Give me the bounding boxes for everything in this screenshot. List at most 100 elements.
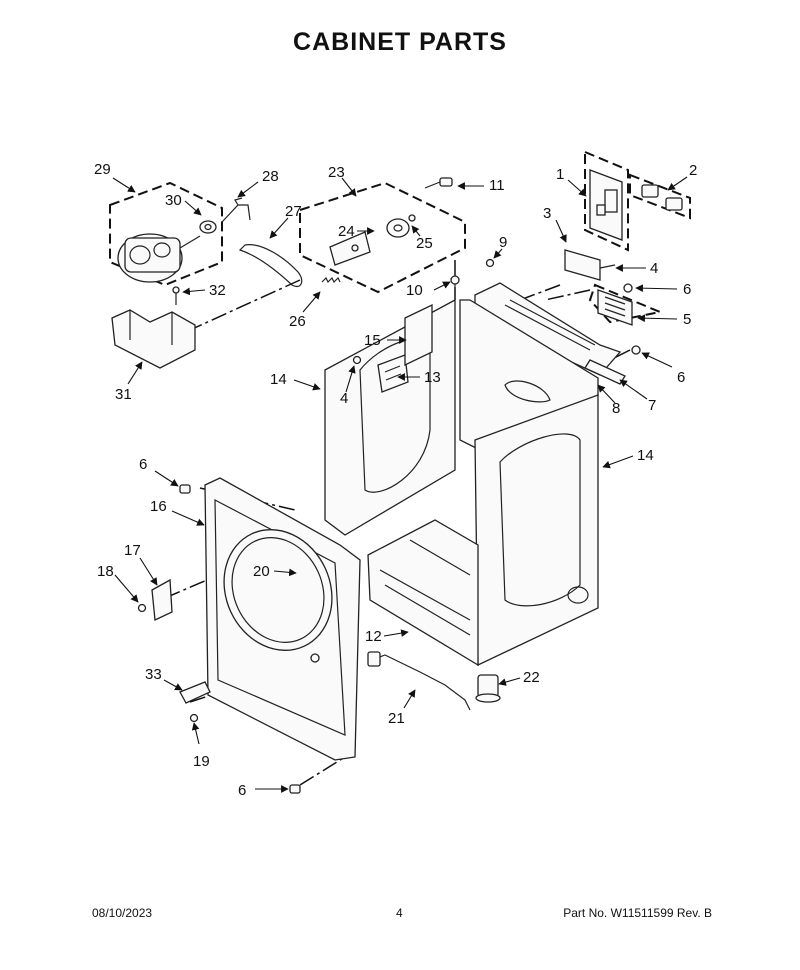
- callout-label: 24: [338, 223, 355, 240]
- leader-line: [411, 225, 421, 237]
- leader-line: [667, 176, 688, 191]
- callout-label: 32: [209, 282, 226, 299]
- leader-line: [602, 455, 634, 469]
- screw: [623, 283, 633, 293]
- power-cord-plug: [367, 651, 381, 667]
- idler-washer: [408, 214, 416, 222]
- drive-motor: [117, 233, 201, 283]
- callout-label: 15: [364, 332, 381, 349]
- callout-label: 18: [97, 563, 114, 580]
- assembly-line: [519, 284, 561, 301]
- callout-label: 27: [285, 203, 302, 220]
- leader-line: [493, 248, 503, 259]
- leader-line: [127, 361, 143, 385]
- idler-bracket: [329, 231, 371, 266]
- callout-label: 2: [689, 162, 697, 179]
- motor-group-box: [109, 181, 223, 287]
- callout-label: 21: [388, 710, 405, 727]
- leader-line: [555, 219, 567, 243]
- leader-line: [597, 384, 616, 404]
- callout-label: 1: [556, 166, 564, 183]
- terminal-group-box: [629, 173, 691, 220]
- callout-label: 14: [270, 371, 287, 388]
- power-cord: [371, 654, 471, 711]
- plate-group-box: [588, 283, 664, 324]
- leader-line: [619, 379, 648, 400]
- leader-line: [191, 722, 200, 745]
- leader-line: [345, 365, 356, 393]
- callout-label: 31: [115, 386, 132, 403]
- right-side-panel: [474, 394, 599, 667]
- callout-label: 10: [406, 282, 423, 299]
- callout-label: 8: [612, 400, 620, 417]
- leader-line: [293, 379, 321, 391]
- bolt-10: [450, 275, 460, 296]
- footer-date: 08/10/2023: [92, 906, 153, 920]
- door-strike: [151, 578, 173, 621]
- callout-label: 25: [416, 235, 433, 252]
- callout-label: 29: [94, 161, 111, 178]
- switch-housing: [564, 249, 616, 281]
- screw-18: [137, 603, 147, 613]
- callout-label: 5: [683, 311, 691, 328]
- door-switch-assembly: [589, 169, 623, 241]
- leader-line: [163, 679, 183, 691]
- leader-line: [635, 284, 678, 293]
- callout-label: 17: [124, 542, 141, 559]
- leader-line: [498, 677, 521, 686]
- callout-label: 13: [424, 369, 441, 386]
- front-panel: [204, 477, 361, 761]
- callout-label: 26: [289, 313, 306, 330]
- callout-label: 22: [523, 669, 540, 686]
- leader-line: [269, 217, 289, 239]
- leader-line: [184, 200, 202, 216]
- terminal-block: [641, 184, 683, 211]
- vent-plate: [597, 289, 633, 326]
- callout-label: 3: [543, 205, 551, 222]
- left-side-panel: [324, 298, 456, 536]
- footer-part-number: Part No. W11511599 Rev. B: [563, 906, 712, 920]
- leader-line: [114, 574, 139, 603]
- rating-label: [404, 303, 433, 367]
- leader-line: [112, 177, 136, 193]
- leader-line: [403, 689, 416, 709]
- motor-mount: [111, 309, 196, 369]
- callout-label: 16: [150, 498, 167, 515]
- idler-pulley: [386, 218, 410, 238]
- assembly-line: [299, 756, 346, 786]
- assembly-line: [544, 289, 591, 301]
- leader-line: [154, 470, 179, 487]
- callout-label: 20: [253, 563, 270, 580]
- leader-line: [237, 181, 259, 198]
- leader-line: [641, 352, 673, 368]
- page-title: CABINET PARTS: [293, 28, 507, 56]
- screw: [179, 484, 191, 494]
- callout-label: 6: [238, 782, 246, 799]
- leader-line: [171, 510, 205, 526]
- bracket-group-box: [299, 181, 466, 294]
- assembly-line: [189, 279, 301, 331]
- leader-line: [139, 557, 158, 586]
- leader-line: [637, 314, 678, 323]
- bolt-11: [424, 177, 453, 189]
- callout-label: 4: [650, 260, 658, 277]
- screw: [289, 784, 301, 794]
- callout-label: 14: [637, 447, 654, 464]
- callout-label: 4: [340, 390, 348, 407]
- callout-label: 7: [648, 397, 656, 414]
- idler-spring: [321, 276, 341, 284]
- callout-label: 30: [165, 192, 182, 209]
- callout-label: 6: [677, 369, 685, 386]
- access-cover: [179, 681, 211, 704]
- leader-line: [341, 177, 357, 197]
- cabinet-base: [367, 519, 479, 667]
- motor-clip: [221, 197, 251, 223]
- callout-label: 12: [365, 628, 382, 645]
- screw-4-left: [352, 355, 362, 365]
- switch-group-box: [584, 150, 629, 252]
- callout-label: 9: [499, 234, 507, 251]
- leader-line: [433, 281, 451, 291]
- callout-label: 11: [489, 177, 505, 194]
- mount-screw: [172, 286, 180, 305]
